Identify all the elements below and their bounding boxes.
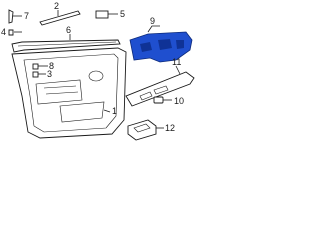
part-1-door-trim-panel: 1 (11, 47, 127, 139)
callout-8: 8 (49, 61, 54, 71)
callout-1: 1 (112, 106, 117, 116)
callout-10: 10 (174, 96, 184, 106)
part-12-window-switch: 12 (127, 119, 175, 141)
parts-diagram: 7 2 5 4 6 1 8 (1, 1, 195, 141)
part-4-screw: 4 (1, 27, 22, 37)
callout-6: 6 (66, 25, 71, 35)
part-10-plug: 10 (153, 96, 184, 106)
part-8-clip: 8 (32, 61, 54, 71)
callout-5: 5 (120, 9, 125, 19)
part-5-fastener: 5 (95, 9, 125, 19)
part-9-armrest-bracket: 9 (129, 16, 193, 63)
callout-12: 12 (165, 123, 175, 133)
callout-9: 9 (150, 16, 155, 26)
part-7-clip: 7 (8, 9, 29, 24)
callout-7: 7 (24, 11, 29, 21)
callout-3: 3 (47, 69, 52, 79)
callout-4: 4 (1, 27, 6, 37)
part-11-switch-bezel: 11 (125, 57, 195, 107)
part-6-trim-strip: 6 (11, 25, 121, 53)
callout-11: 11 (172, 57, 181, 67)
part-2-belt-molding: 2 (39, 1, 81, 26)
callout-2: 2 (54, 1, 59, 11)
part-3-clip: 3 (32, 69, 52, 79)
